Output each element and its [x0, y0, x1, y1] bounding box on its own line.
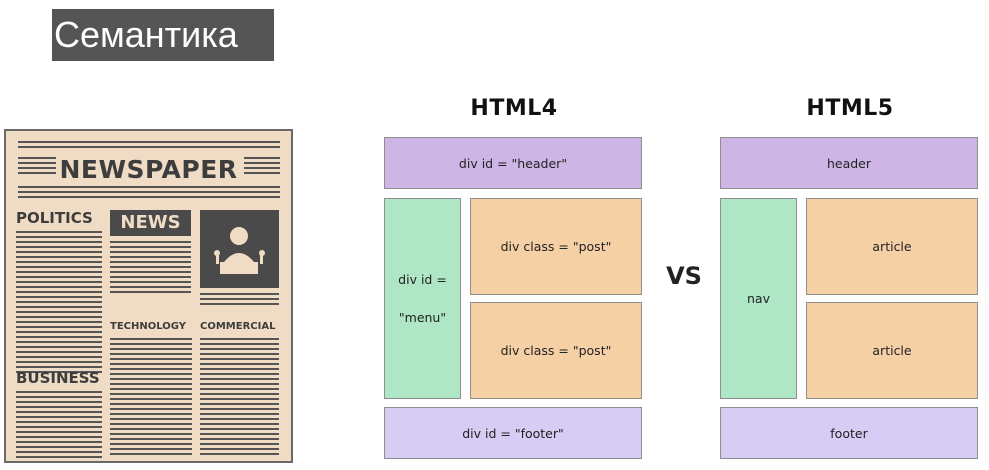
reporter-icon: [200, 210, 279, 288]
html5-title: HTML5: [806, 96, 894, 121]
html4-footer-label: div id = "footer": [462, 425, 564, 441]
html5-header-label: header: [826, 155, 872, 171]
technology-label: TECHNOLOGY: [110, 321, 186, 332]
newspaper-title-left-lines: [18, 157, 56, 177]
html5-footer-box: footer: [720, 407, 978, 459]
politics-lines: [16, 231, 102, 376]
html5-nav-box: nav: [720, 198, 797, 399]
html5-header-box: header: [720, 137, 978, 189]
news-label: NEWS: [110, 210, 191, 236]
newspaper-under-title-lines: [18, 186, 280, 201]
html4-post-box-1: div class = "post": [470, 198, 642, 295]
newspaper-top-lines: [18, 141, 280, 151]
newspaper-illustration: NEWSPAPER POLITICS NEWS TECHNOLOGY COMME…: [4, 129, 293, 463]
newspaper-title: NEWSPAPER: [59, 155, 238, 184]
html5-article-label-1: article: [872, 239, 912, 254]
newspaper-title-right-lines: [244, 157, 280, 177]
news-lines: [110, 241, 191, 296]
html5-footer-label: footer: [830, 425, 868, 441]
html4-footer-box: div id = "footer": [384, 407, 642, 459]
html4-menu-box: div id = "menu": [384, 198, 461, 399]
html5-nav-label: nav: [747, 291, 770, 306]
business-label: BUSINESS: [16, 369, 100, 387]
html4-post-label-2: div class = "post": [500, 343, 612, 358]
politics-label: POLITICS: [16, 209, 93, 227]
html5-article-label-2: article: [872, 343, 912, 358]
vs-label: VS: [666, 262, 702, 290]
html4-menu-label-line1: div id =: [398, 271, 447, 287]
html4-post-box-2: div class = "post": [470, 302, 642, 399]
html4-header-box: div id = "header": [384, 137, 642, 189]
technology-lines: [110, 338, 192, 458]
html4-title: HTML4: [470, 96, 558, 121]
html4-post-label-1: div class = "post": [500, 239, 612, 254]
html5-article-box-2: article: [806, 302, 978, 399]
html5-article-box-1: article: [806, 198, 978, 295]
html4-header-label: div id = "header": [458, 155, 568, 171]
commercial-label: COMMERCIAL: [200, 321, 276, 332]
commercial-lines: [200, 338, 279, 458]
slide-title: Семантика: [52, 9, 274, 61]
photo-caption-lines: [200, 293, 279, 308]
business-lines: [16, 391, 102, 461]
html4-menu-label-line2: "menu": [398, 309, 447, 325]
